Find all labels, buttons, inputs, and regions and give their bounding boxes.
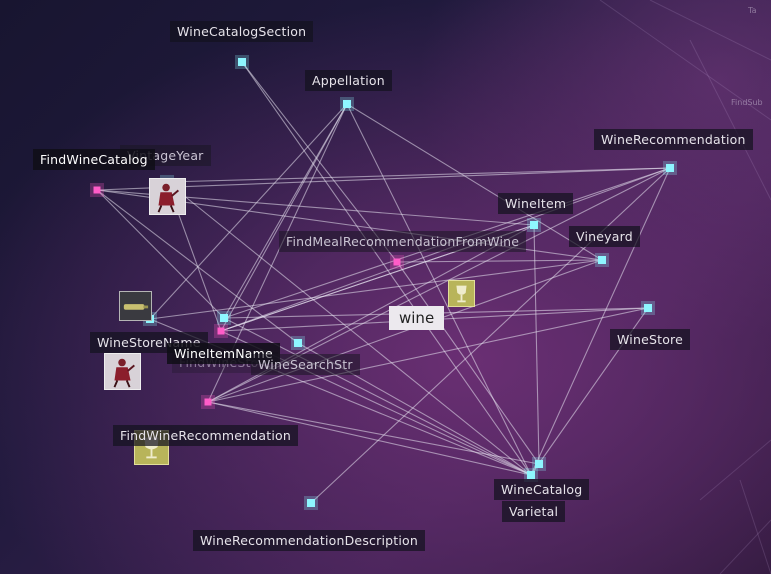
graph-node-wine-recommendation[interactable] xyxy=(666,164,674,172)
graph-node-wine-catalog-section[interactable] xyxy=(238,58,246,66)
graph-edge xyxy=(223,317,532,476)
graph-node-vineyard[interactable] xyxy=(598,256,606,264)
graph-node-varietal[interactable] xyxy=(535,460,543,468)
graph-edge xyxy=(241,61,532,476)
label-wine-catalog-section[interactable]: WineCatalogSection xyxy=(170,21,314,42)
label-find-wine-recommendation[interactable]: FindWineRecommendation xyxy=(113,425,299,446)
corner-text-top-right: Ta xyxy=(748,6,757,15)
graph-node-find-wine-store[interactable] xyxy=(217,327,225,335)
background-mesh-line xyxy=(599,0,771,121)
label-appellation[interactable]: Appellation xyxy=(305,70,392,91)
chef-thumbnail-icon[interactable] xyxy=(149,178,186,215)
label-wine-store[interactable]: WineStore xyxy=(610,329,691,350)
background-mesh-line xyxy=(719,519,771,574)
graph-node-wine-recommendation-description[interactable] xyxy=(307,499,315,507)
graph-edge xyxy=(530,167,671,476)
graph-edge xyxy=(207,259,603,403)
graph-node-wine-catalog[interactable] xyxy=(527,471,535,479)
chef-thumbnail-icon[interactable] xyxy=(104,353,141,390)
graph-node-wine-item[interactable] xyxy=(530,221,538,229)
label-wine-item[interactable]: WineItem xyxy=(498,193,574,214)
query-label-wine[interactable]: wine xyxy=(389,306,445,330)
label-find-wine-catalog[interactable]: FindWineCatalog xyxy=(33,149,155,170)
graph-edge xyxy=(396,259,603,263)
graph-edge xyxy=(207,401,540,465)
graph-edge xyxy=(207,401,532,476)
graph-edge xyxy=(310,167,671,504)
label-wine-recommendation-description[interactable]: WineRecommendationDescription xyxy=(193,530,426,551)
label-wine-search-str[interactable]: WineSearchStr xyxy=(251,354,360,375)
graph-edge xyxy=(346,103,532,476)
graph-edge xyxy=(166,167,671,183)
graph-node-wine-item-name[interactable] xyxy=(220,314,228,322)
graph-edge xyxy=(533,224,540,465)
label-find-meal-recommendation[interactable]: FindMealRecommendationFromWine xyxy=(279,231,527,252)
graph-edge xyxy=(207,307,649,403)
graph-node-find-wine-catalog[interactable] xyxy=(93,186,101,194)
label-varietal[interactable]: Varietal xyxy=(502,501,566,522)
graph-edge xyxy=(149,259,603,320)
graph-edges xyxy=(96,61,671,504)
background-mesh xyxy=(599,0,771,574)
graph-edge xyxy=(96,189,225,319)
wine-bottle-thumbnail-icon[interactable] xyxy=(119,291,152,321)
graph-node-appellation[interactable] xyxy=(343,100,351,108)
graph-edge xyxy=(223,103,348,319)
graph-node-find-meal-recommendation[interactable] xyxy=(393,258,401,266)
graph-edge xyxy=(346,103,603,261)
label-wine-recommendation[interactable]: WineRecommendation xyxy=(594,129,753,150)
graph-edge xyxy=(166,181,532,476)
graph-node-wine-search-str[interactable] xyxy=(294,339,302,347)
label-wine-catalog[interactable]: WineCatalog xyxy=(494,479,590,500)
background-mesh-line xyxy=(699,439,771,501)
background-mesh-line xyxy=(649,0,771,61)
graph-node-find-wine-recommendation[interactable] xyxy=(204,398,212,406)
label-vineyard[interactable]: Vineyard xyxy=(569,226,640,247)
graph-node-wine-store[interactable] xyxy=(644,304,652,312)
graph-edge xyxy=(396,261,540,465)
corner-text-right-edge: FindSub xyxy=(731,98,763,107)
graph-edge xyxy=(96,167,671,191)
background-mesh-line xyxy=(739,479,771,574)
graph-edge xyxy=(220,103,348,332)
wine-glass-thumbnail-icon[interactable] xyxy=(448,280,475,307)
background-mesh-line xyxy=(689,39,771,201)
